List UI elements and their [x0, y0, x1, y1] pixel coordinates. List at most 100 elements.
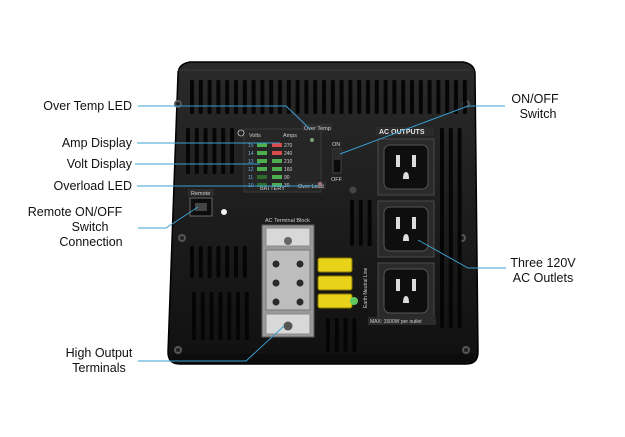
screw-icon — [462, 346, 470, 354]
amp-tick-label: 240 — [284, 151, 293, 157]
label-remote-switch: Remote ON/OFF Switch Connection — [14, 205, 136, 250]
vent-slot — [278, 80, 282, 114]
vent-slot — [203, 128, 208, 174]
callout-over-temp — [138, 105, 311, 130]
vent-slot — [352, 318, 357, 352]
vent-slot — [234, 80, 238, 114]
volt-led-bar — [257, 175, 267, 179]
volt-led-bar — [257, 183, 267, 187]
vent-slot — [440, 128, 444, 328]
vent-slot — [198, 80, 203, 114]
vent-slot — [326, 318, 330, 352]
remote-label: Remote — [191, 191, 210, 197]
vent-slot — [242, 80, 247, 114]
ac-outlet[interactable] — [377, 262, 435, 320]
callout-high-output — [138, 325, 285, 362]
volt-led-bar — [257, 167, 267, 171]
volt-led-bar — [257, 159, 267, 163]
vent-slot — [200, 292, 205, 340]
vent-slot — [260, 80, 265, 114]
vent-slot — [334, 318, 339, 352]
over-load-label: Over Load — [298, 184, 324, 190]
label-high-output-line2: Terminals — [72, 361, 126, 375]
vent-slot — [230, 128, 234, 174]
amp-led-bar — [272, 167, 282, 171]
vent-slot — [218, 292, 223, 340]
max-rating-label: MAX: 1500W per outlet — [370, 319, 422, 325]
label-outlets-line2: AC Outlets — [512, 271, 574, 285]
over-temp-label: Over Temp — [304, 126, 331, 132]
vent-slot — [339, 80, 344, 114]
ac-terminal-block-label: AC Terminal Block — [265, 218, 310, 224]
label-overload-led: Overload LED — [53, 179, 132, 193]
vent-slot — [427, 80, 432, 114]
volt-tick-label: 12 — [248, 167, 254, 173]
label-ac-outlets: Three 120V AC Outlets — [506, 256, 580, 286]
amp-led-bar — [272, 151, 282, 155]
volt-tick-label: 15 — [248, 143, 254, 149]
vent-slot — [374, 80, 379, 114]
vent-slot — [462, 80, 467, 114]
vent-slot — [234, 246, 238, 278]
over-temp-led — [310, 138, 314, 142]
callout-lines — [135, 105, 506, 362]
vent-slot — [304, 80, 309, 114]
vent-slot — [410, 80, 414, 114]
switch-off-label: OFF — [331, 177, 343, 183]
callout-onoff — [339, 105, 505, 155]
earth-neutral-label: Earth Neutral Line — [363, 267, 369, 308]
amps-label: Amps — [283, 133, 297, 139]
led-bars — [257, 143, 282, 187]
vent-slot — [367, 200, 372, 246]
volts-label: Volts — [249, 133, 261, 139]
vent-slot — [366, 80, 370, 114]
ac-outlet[interactable] — [377, 138, 435, 196]
callout-outlets — [417, 239, 506, 269]
vent-slot — [350, 200, 354, 246]
vent-slot — [358, 200, 363, 246]
over-load-led — [318, 182, 322, 186]
vent-slot — [186, 128, 190, 174]
vent-slot — [322, 80, 326, 114]
vent-slot — [212, 128, 217, 174]
remote-port[interactable]: Remote — [188, 189, 214, 217]
vent-slot — [225, 246, 230, 278]
ac-terminal-block[interactable] — [261, 224, 315, 338]
power-switch[interactable]: ON OFF — [331, 142, 343, 183]
volt-tick-label: 14 — [248, 151, 254, 157]
amp-tick-label: 270 — [284, 143, 293, 149]
vent-slot — [190, 246, 194, 278]
vent-slot — [457, 128, 462, 328]
vent-slot — [190, 80, 194, 114]
ac-outputs-label: AC OUTPUTS — [379, 129, 425, 136]
screw-icon — [174, 100, 182, 108]
label-remote-line3: Connection — [59, 235, 123, 249]
vent-slot — [448, 128, 453, 328]
amp-led-bar — [272, 175, 282, 179]
vent-slot — [348, 80, 353, 114]
indicator-dot — [221, 209, 227, 215]
amp-tick-label: 90 — [284, 175, 290, 181]
ac-outlet[interactable] — [377, 200, 435, 258]
vent-slot — [227, 292, 232, 340]
vent-slot — [418, 80, 423, 114]
screw-icon — [348, 185, 358, 195]
callout-remote — [138, 206, 199, 229]
screw-icon — [178, 234, 186, 242]
vent-slot — [207, 80, 212, 114]
vent-slot — [357, 80, 362, 114]
vent-slot — [236, 292, 240, 340]
label-high-output-line1: High Output — [65, 346, 133, 360]
vent-slot — [216, 246, 221, 278]
amp-led-bar — [272, 183, 282, 187]
vent-slot — [269, 80, 274, 114]
vent-slot — [392, 80, 397, 114]
vent-slot — [383, 80, 388, 114]
vent-slot — [313, 80, 318, 114]
screw-icon — [174, 346, 182, 354]
label-remote-line2: Switch — [71, 220, 109, 234]
vent-slot — [244, 292, 249, 340]
